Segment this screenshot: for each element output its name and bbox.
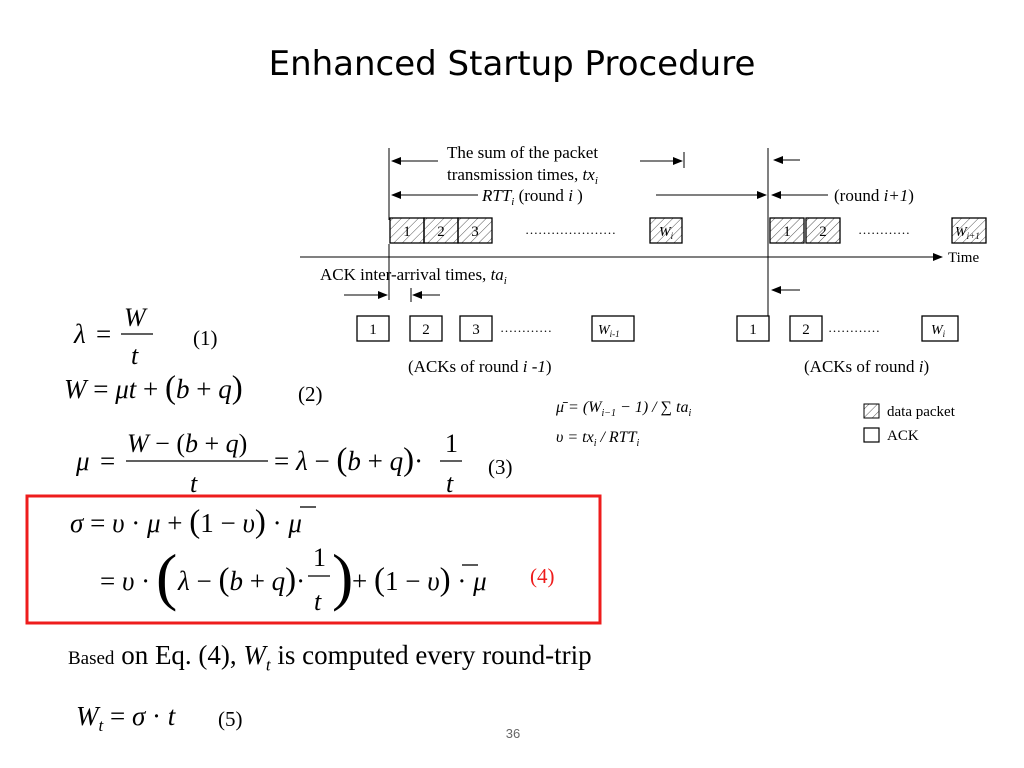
eq4-big-paren-open: ( — [156, 541, 177, 612]
slide-title: Enhanced Startup Procedure — [268, 44, 756, 84]
eq2-label: (2) — [298, 382, 323, 406]
sum-label-line2: transmission times, txi — [447, 165, 598, 187]
rtt-label: RTTi (round i ) — [481, 186, 583, 208]
eq4-highlight-box — [25, 494, 602, 625]
eq2-body: W = μt + (b + q) — [64, 370, 243, 406]
ack-packet-label: Wi — [931, 323, 946, 339]
ack-packet-label: 1 — [749, 322, 757, 338]
eq4-line2-end: + (1 − υ) · μ — [352, 562, 487, 598]
ack-dots: ………… — [500, 320, 552, 335]
eq4-label: (4) — [530, 564, 555, 588]
eq4-one: 1 — [313, 543, 326, 572]
data-dots: ………… — [858, 222, 910, 237]
eq3-equals: = — [100, 446, 115, 476]
legend-data-label: data packet — [887, 404, 956, 420]
acks-round-i-label: (ACKs of round i) — [804, 357, 929, 376]
data-packet — [769, 217, 805, 244]
ack-packet — [736, 315, 770, 342]
eq4-t: t — [314, 587, 322, 616]
eq3-mu: μ — [75, 446, 90, 476]
eq1-lambda: λ — [73, 319, 86, 349]
legend-ack-label: ACK — [887, 428, 919, 444]
equation-2: W = μt + (b + q) (2) — [64, 370, 323, 406]
ack-packet — [591, 315, 635, 342]
ack-packet-label: 2 — [802, 322, 810, 338]
ack-packets-round-prev: 1 2 3 ………… Wi-1 — [356, 315, 635, 342]
acks-prev-round-label: (ACKs of round i -1) — [408, 357, 552, 376]
ack-inter-arrival-label: ACK inter-arrival times, tai — [320, 265, 507, 287]
data-packets-round-next: 1 2 ………… Wi+1 — [769, 217, 987, 244]
equation-1: λ = W t (1) — [73, 303, 218, 370]
ack-packet-label: Wi-1 — [598, 323, 620, 339]
ack-packet-label: 1 — [369, 322, 377, 338]
ack-packet — [789, 315, 823, 342]
time-label: Time — [948, 250, 979, 266]
data-packet-label: 1 — [783, 224, 791, 240]
data-packets-round-i: 1 2 3 ………………… Wi — [389, 217, 683, 244]
equation-4: σ = υ · μ + (1 − υ) · μ = υ · ( λ − (b +… — [70, 504, 555, 616]
ack-packet — [356, 315, 390, 342]
eq3-one: 1 — [445, 429, 458, 458]
sentence-var: W — [243, 640, 266, 670]
eq1-denominator: t — [131, 341, 139, 370]
data-packet-label: 3 — [471, 224, 479, 240]
explanation-sentence: Based on Eq. (4), Wt is computed every r… — [68, 640, 592, 675]
ack-packets-round-i: 1 2 ………… Wi — [736, 315, 959, 342]
data-packet — [389, 217, 425, 244]
eq1-label: (1) — [193, 326, 218, 350]
sentence-part1: on Eq. (4), — [114, 640, 244, 670]
ack-packet — [459, 315, 493, 342]
mu-bar-formula: μ̄ = (Wi−1 − 1) / ∑ tai — [555, 399, 691, 419]
ack-packet — [921, 315, 959, 342]
data-packet — [457, 217, 493, 244]
data-packet-label: 2 — [819, 224, 827, 240]
eq5-body: Wt = σ · t — [76, 701, 177, 735]
data-dots: ………………… — [525, 222, 616, 237]
round-next-label: (round i+1) — [834, 186, 914, 205]
eq4-line2-inner: λ − (b + q)· — [177, 562, 305, 598]
data-packet — [951, 217, 987, 244]
eq5-label: (5) — [218, 707, 243, 731]
legend: data packet ACK — [863, 403, 956, 444]
ack-packet-label: 3 — [472, 322, 480, 338]
data-packet — [423, 217, 459, 244]
legend-data-swatch — [863, 403, 880, 419]
ack-dots: ………… — [828, 320, 880, 335]
eq3-label: (3) — [488, 455, 513, 479]
eq4-big-paren-close: ) — [332, 541, 353, 612]
data-packet-label: 1 — [403, 224, 411, 240]
data-packet-label: Wi — [659, 225, 674, 241]
sentence-var-sub: t — [265, 655, 271, 675]
equation-5: Wt = σ · t (5) — [76, 701, 243, 735]
eq4-line2-start: = υ · — [100, 566, 150, 596]
ack-packet — [409, 315, 443, 342]
ack-packet-label: 2 — [422, 322, 430, 338]
slide-number: 36 — [505, 726, 521, 741]
eq1-equals: = — [96, 319, 111, 349]
eq3-rhs: = λ − (b + q)· — [274, 442, 423, 478]
data-packet-label: Wi+1 — [955, 225, 980, 241]
sentence-part2: is computed every round-trip — [270, 640, 592, 670]
eq3-t: t — [446, 469, 454, 498]
legend-ack-swatch — [863, 427, 880, 443]
eq3-numerator: W − (b + q) — [127, 429, 247, 458]
data-packet — [649, 217, 683, 244]
equation-3: μ = W − (b + q) t = λ − (b + q)· 1 t (3) — [75, 429, 513, 498]
upsilon-formula: υ = txi / RTTi — [556, 429, 639, 449]
eq1-numerator: W — [124, 303, 148, 332]
data-packet — [805, 217, 841, 244]
sum-label-line1: The sum of the packet — [447, 143, 598, 162]
sentence-based: Based — [68, 648, 115, 669]
eq4-line1: σ = υ · μ + (1 − υ) · μ — [70, 504, 302, 540]
data-packet-label: 2 — [437, 224, 445, 240]
eq3-denominator: t — [190, 469, 198, 498]
